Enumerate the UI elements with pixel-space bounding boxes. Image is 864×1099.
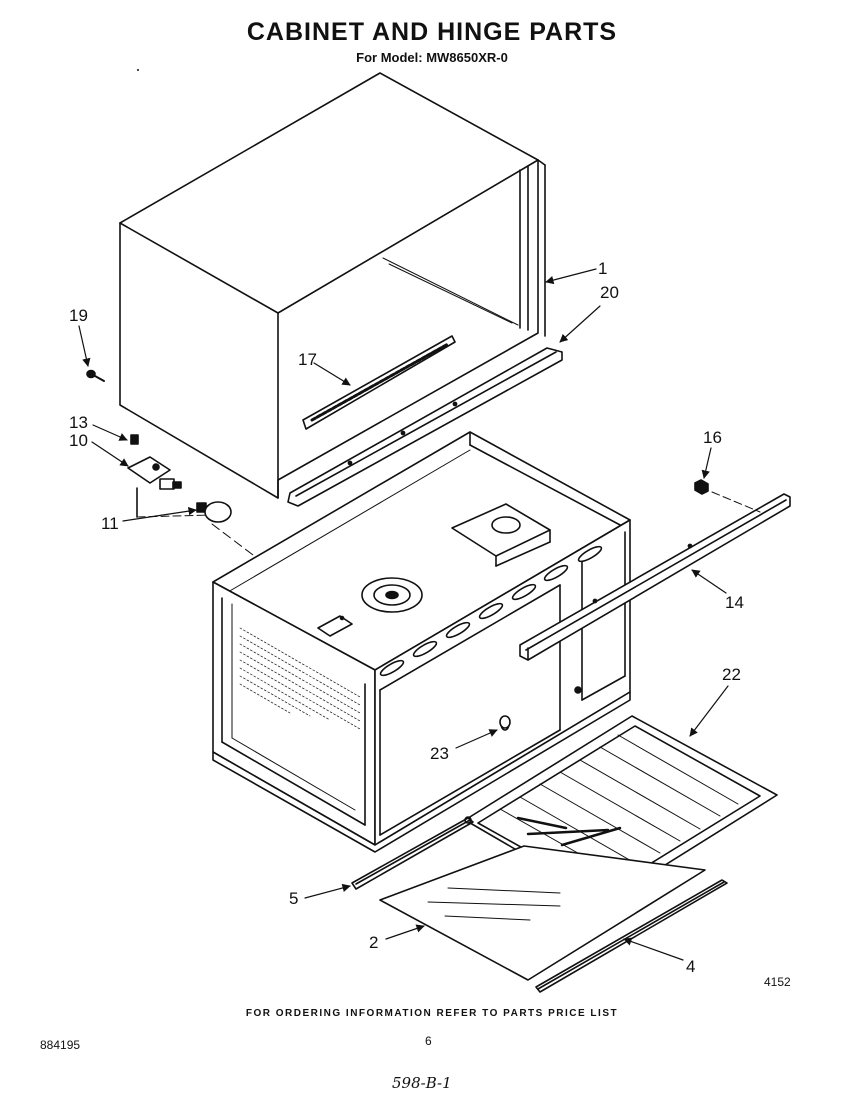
cabinet-wrapper <box>119 72 546 499</box>
callout-19: 19 <box>69 306 88 325</box>
fastener-23 <box>499 715 511 729</box>
callout-16: 16 <box>703 428 722 447</box>
callout-14: 14 <box>725 593 744 612</box>
vent-strip <box>302 335 456 430</box>
ordering-note: FOR ORDERING INFORMATION REFER TO PARTS … <box>245 1008 619 1019</box>
callout-5: 5 <box>289 889 298 908</box>
callout-23: 23 <box>430 744 449 763</box>
callout-4: 4 <box>686 957 695 976</box>
bottom-rail <box>287 347 563 507</box>
microwave-chassis <box>212 431 631 853</box>
hinge-bar <box>519 493 791 661</box>
door-trim <box>535 879 728 993</box>
door-glass <box>379 845 706 981</box>
screw-19 <box>86 369 105 382</box>
callout-17: 17 <box>298 350 317 369</box>
page-title: CABINET AND HINGE PARTS <box>246 18 618 46</box>
callout-20: 20 <box>600 283 619 302</box>
nut-16 <box>694 479 761 513</box>
callout-labels: 1 20 17 19 13 10 11 16 14 22 23 5 2 4 <box>69 259 744 976</box>
callout-2: 2 <box>369 933 378 952</box>
lamp-bracket-assembly <box>127 434 319 605</box>
callout-1: 1 <box>598 259 607 278</box>
figure-number: 4152 <box>764 975 791 989</box>
handwritten-note: 598-B-1 <box>392 1074 452 1092</box>
callout-11: 11 <box>101 514 119 533</box>
callout-22: 22 <box>722 665 741 684</box>
callout-10: 10 <box>69 431 88 450</box>
callout-leaders <box>78 268 729 961</box>
callout-13: 13 <box>69 413 88 432</box>
page-number: 6 <box>425 1034 432 1048</box>
model-subtitle: For Model: MW8650XR-0 <box>356 50 508 65</box>
document-number: 884195 <box>40 1038 81 1052</box>
door-strip <box>351 816 474 890</box>
